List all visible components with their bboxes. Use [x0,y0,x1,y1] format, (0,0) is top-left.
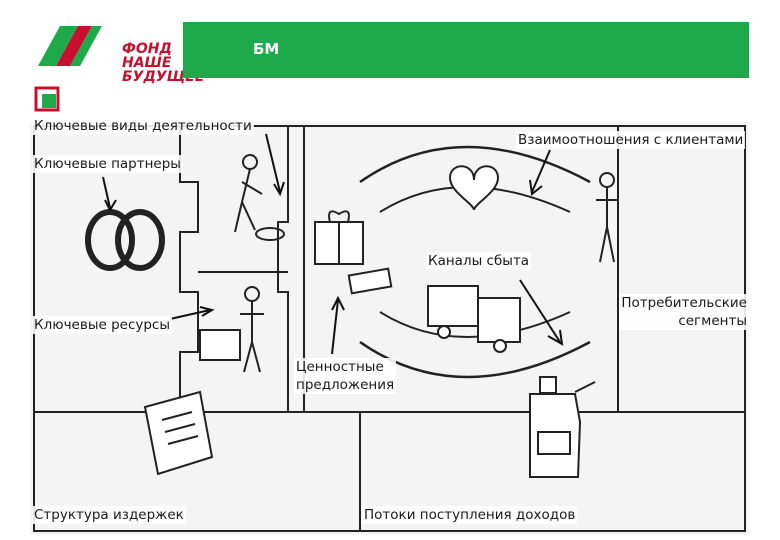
gift-box-icon [314,210,393,295]
label-channels: Каналы сбыта [426,252,532,270]
label-value-propositions: Ценностные предложения [294,358,397,394]
page-title: БМ [253,40,280,58]
truck-icon [427,285,521,353]
social-entrepreneurship-logo [34,86,64,114]
label-cost-structure: Структура издержек [32,506,186,524]
cash-register-icon [529,376,596,478]
receipt-icon [143,390,214,476]
logo-mark-icon [38,26,102,66]
label-revenue-streams: Потоки поступления доходов [362,506,578,524]
header-bar: БМ [183,22,749,78]
pointer-arrows [102,133,564,355]
logo-text: ФОНД НАШЕ БУДУЩЕЕ [122,41,205,85]
label-key-activities: Ключевые виды деятельности [32,117,254,135]
worker-figure-icon [234,154,285,241]
rings-icon [85,209,165,271]
label-key-partners: Ключевые партнеры [32,155,183,173]
label-customer-relationships: Взаимоотношения с клиентами [516,131,746,149]
person-figure-icon [199,286,264,373]
heart-icon [448,165,500,211]
label-key-resources: Ключевые ресурсы [32,316,173,334]
fund-logo: ФОНД НАШЕ БУДУЩЕЕ [30,20,204,84]
label-customer-segments: Потребительские сегменты [619,294,749,330]
customer-figure-icon [596,172,618,263]
